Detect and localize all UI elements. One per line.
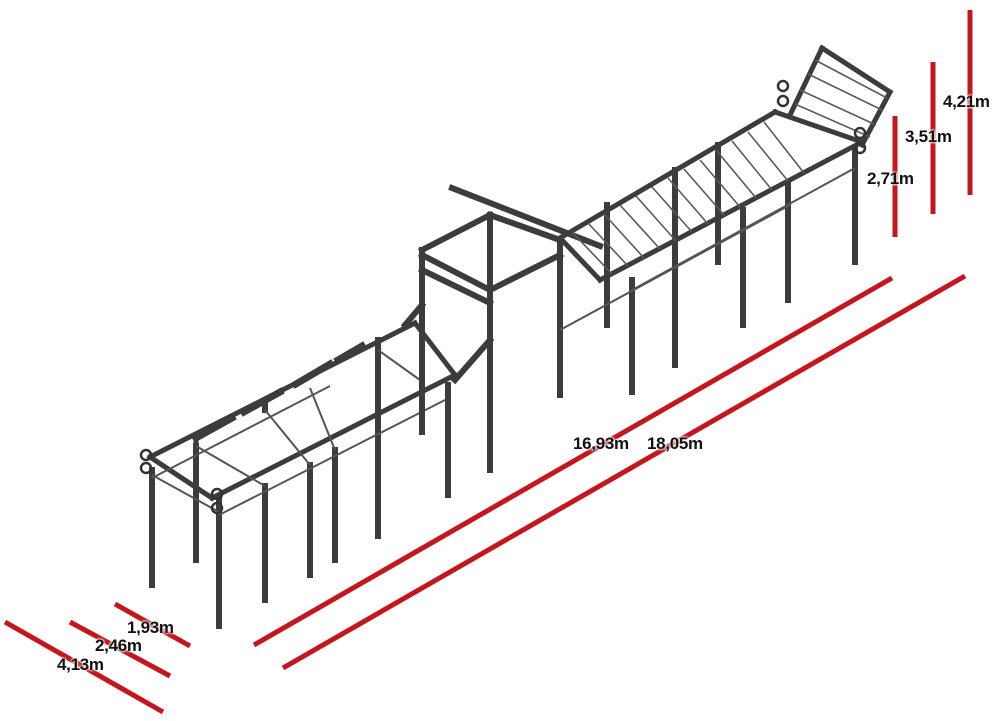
- height-label-high: 4,21m: [943, 92, 990, 111]
- width-line-medium: [68, 619, 172, 679]
- high-section-posts: [557, 142, 858, 398]
- length-line-outer: [281, 273, 967, 671]
- width-line-large: [3, 619, 165, 715]
- height-label-mid: 3,51m: [905, 127, 952, 146]
- length-line-inner: [252, 275, 894, 648]
- width-label-large: 4,13m: [57, 655, 104, 674]
- low-section-grips: [191, 341, 367, 443]
- rig-frame: [146, 44, 894, 629]
- width-label-small: 1,93m: [127, 618, 174, 637]
- high-section-crossbars: [559, 167, 856, 331]
- low-section-crossbars: [151, 349, 446, 516]
- tower-section: [400, 184, 604, 473]
- width-line-small: [113, 601, 192, 649]
- width-label-medium: 2,46m: [95, 636, 142, 655]
- length-label-outer: 18,05m: [647, 434, 703, 453]
- weight-plate-icon: [139, 79, 867, 515]
- dimension-lines: [3, 10, 973, 715]
- low-section-back-posts: [149, 315, 425, 588]
- low-section-front-posts: [216, 382, 451, 629]
- height-label-low: 2,71m: [867, 169, 914, 188]
- high-section-rungs: [571, 59, 888, 275]
- length-label-inner: 16,93m: [573, 434, 629, 453]
